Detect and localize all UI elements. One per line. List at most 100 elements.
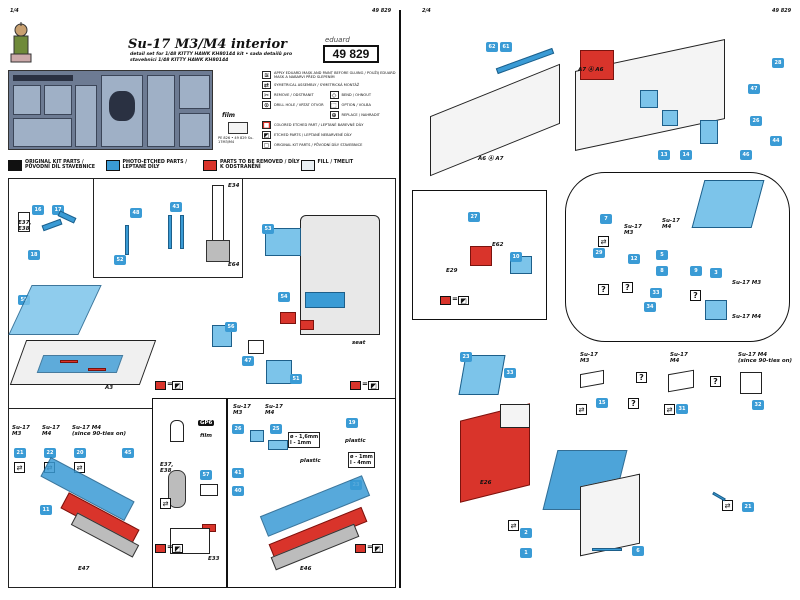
part-badge: 47: [242, 356, 254, 366]
variant-label: Su-17 M4 (since 90-ties on): [72, 425, 127, 437]
etched-fret-image: [8, 70, 213, 150]
legend-item: ≋APPLY EDUARD MASK AND PAINT BEFORE GLUI…: [262, 71, 396, 79]
part-label: E62: [492, 242, 504, 248]
part-label: E47: [78, 566, 90, 572]
section-e46: [227, 398, 396, 588]
part-badge: 11: [40, 505, 52, 515]
part-label: E64: [228, 262, 240, 268]
color-key-item: ORIGINAL KIT PARTS / PŮVODNÍ DÍL STAVEBN…: [8, 160, 106, 171]
part-badge: 8: [656, 266, 668, 276]
part-badge: 5: [656, 250, 668, 260]
part-label: E34: [228, 183, 240, 189]
part-badge: 40: [232, 486, 244, 496]
instruction-page-right: 2/4 49 829 62 61 A6 Ⓐ A7 A7 Ⓐ A6 47 28 2…: [400, 0, 800, 600]
part-badge: 25: [270, 424, 282, 434]
part-label: A6 Ⓐ A7: [478, 156, 504, 162]
part-badge: 20: [74, 448, 86, 458]
legend-item: ⇄SYMETRICAL ASSEMBLY / SYMETRICKÁ MONTÁŽ: [262, 81, 360, 89]
part-badge: 62: [486, 42, 498, 52]
part-badge: 33: [504, 368, 516, 378]
plastic-rod-spec: ø - 1mm l - 4mm: [348, 452, 375, 468]
color-key-item: PHOTO-ETCHED PARTS / LEPTANÉ DÍLY: [105, 160, 204, 171]
part-badge: 43: [170, 202, 182, 212]
part-badge: 51: [290, 374, 302, 384]
gp-label: GP6: [198, 420, 215, 426]
part-badge: 23: [460, 352, 472, 362]
part-badge: 9: [690, 266, 702, 276]
part-label: E38: [160, 468, 172, 474]
variant-label: Su-17 M3: [580, 352, 598, 364]
variant-label: Su-17 M3: [233, 404, 251, 416]
legend-item: ✂REMOVE / ODSTRANIT: [262, 91, 314, 99]
legend-item: ◩ETCHED PARTS / LEPTANÉ NEBARVENÉ DÍLY: [262, 131, 352, 139]
symmetry-icon: ⇄: [722, 500, 733, 511]
part-badge: 17: [52, 205, 64, 215]
symmetry-icon: ⇄: [160, 498, 171, 509]
variant-label: Su-17 M4: [662, 218, 680, 230]
section-e34: [93, 178, 243, 278]
part-badge: 21: [742, 502, 754, 512]
symmetry-icon: ⇄: [576, 404, 587, 415]
part-label: seat: [352, 340, 366, 346]
part-badge: 54: [278, 292, 290, 302]
legend-item: ■COLORED ETCHED PART / LEPTANÉ BAREVNÉ D…: [262, 121, 364, 129]
part-label: E29: [446, 268, 458, 274]
variant-label: Su-17 M4: [42, 425, 60, 437]
part-badge: 57: [200, 470, 212, 480]
page-fold-line: [399, 10, 401, 588]
part-badge: 19: [346, 418, 358, 428]
variant-label: Su-17 M4: [265, 404, 283, 416]
symmetry-icon: ⇄: [14, 462, 25, 473]
instruction-page-left: 1/4 49 829 Su-17 M3/M4 interior eduard 4…: [8, 8, 398, 588]
subtitle: detail set for 1/48 KITTY HAWK KH80144 k…: [130, 52, 293, 63]
part-badge: 12: [628, 254, 640, 264]
color-key-item: PARTS TO BE REMOVED / DÍLY K ODSTRANĚNÍ: [203, 160, 301, 171]
symmetry-icon: ⇄: [508, 520, 519, 531]
part-badge: 13: [658, 150, 670, 160]
film-sheet-image: [228, 122, 248, 134]
ejection-seat: [300, 215, 380, 335]
variant-label: Su-17 M4: [732, 314, 762, 320]
part-badge: 7: [600, 214, 612, 224]
film-note: PE 826 • 49 829 Su-17M3/M4: [218, 136, 254, 144]
page-number: 1/4: [10, 8, 19, 14]
variant-label: Su-17 M3: [624, 224, 642, 236]
etched-icon: ◩: [368, 381, 379, 390]
part-label: A7 Ⓐ A6: [578, 67, 604, 73]
part-badge: 31: [676, 404, 688, 414]
part-badge: 53: [262, 224, 274, 234]
part-number: 49 829: [323, 45, 379, 63]
part-label: E38: [18, 226, 30, 232]
symbol-legend: ≋APPLY EDUARD MASK AND PAINT BEFORE GLUI…: [262, 70, 397, 150]
part-label: E33: [208, 556, 220, 562]
part-badge: 29: [593, 248, 605, 258]
film-label: film: [222, 112, 236, 119]
variant-label: Su-17 M3: [732, 280, 762, 286]
legend-item: ⬚OPTION / VOLBA: [329, 101, 371, 109]
plastic-label: plastic: [300, 458, 321, 464]
part-badge: 3: [710, 268, 722, 278]
part-badge: 61: [500, 42, 512, 52]
part-badge: 41: [232, 468, 244, 478]
part-badge: 52: [114, 255, 126, 265]
part-e37: [18, 212, 30, 232]
section-e33: [152, 398, 227, 588]
symmetry-icon: ⇄: [598, 236, 609, 247]
part-badge: 45: [122, 448, 134, 458]
etched-icon: ◩: [172, 381, 183, 390]
etched-icon: ◩: [372, 544, 383, 553]
part-badge: 10: [510, 252, 522, 262]
part-badge: 26: [232, 424, 244, 434]
part-badge: 28: [772, 58, 784, 68]
part-badge: 26: [750, 116, 762, 126]
color-key: ORIGINAL KIT PARTS / PŮVODNÍ DÍL STAVEBN…: [8, 160, 398, 171]
plastic-label: plastic: [345, 438, 366, 444]
part-e34: [212, 185, 224, 243]
part-badge: 14: [680, 150, 692, 160]
question-icon: ?: [710, 376, 721, 387]
question-icon: ?: [598, 284, 609, 295]
part-badge: 34: [644, 302, 656, 312]
question-icon: ?: [636, 372, 647, 383]
part-film-holder: [170, 420, 184, 442]
part-badge: 27: [468, 212, 480, 222]
